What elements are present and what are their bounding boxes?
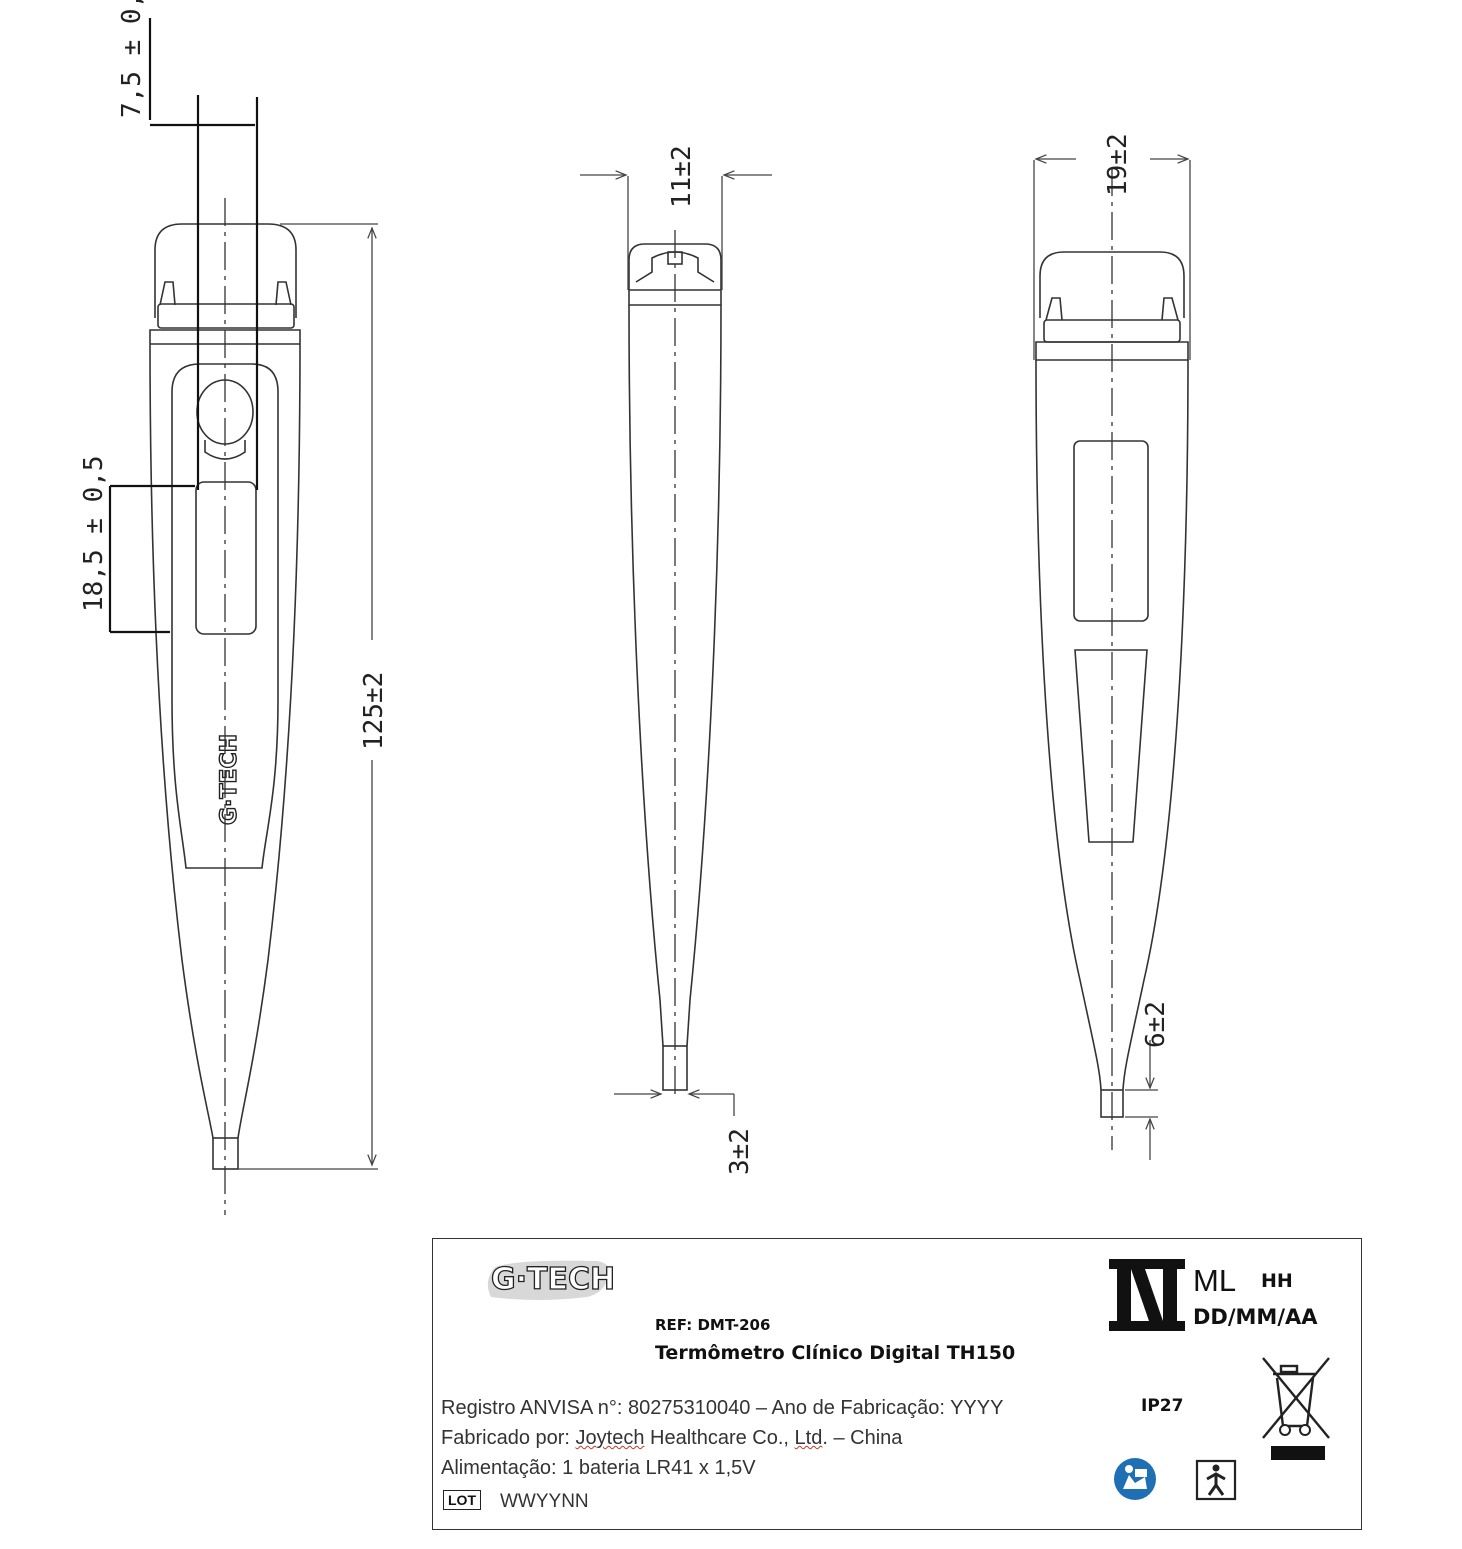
back-view [1035, 251, 1189, 1118]
front-panel [171, 363, 279, 869]
instructions-icon [1114, 1458, 1156, 1500]
manufacturer-name-a: Joytech [575, 1427, 645, 1449]
back-body [1035, 359, 1189, 1091]
front-display [195, 481, 257, 635]
front-logo: G·TECH [217, 734, 242, 825]
dim-total-length [238, 223, 378, 1170]
dim-tip-length [1125, 1040, 1158, 1160]
manufacturer-icon [1109, 1259, 1185, 1331]
dim-back-width [1033, 154, 1191, 360]
manufacturer-name-b: Healthcare Co., [644, 1427, 795, 1449]
date-format: DD/MM/AA [1193, 1305, 1318, 1329]
lot-symbol: LOT [443, 1490, 481, 1510]
dim-tip-length-label: 6±2 [1141, 1001, 1171, 1048]
weee-bin-icon [1262, 1357, 1330, 1460]
front-view: G·TECH [149, 223, 301, 1170]
dim-back-width-label: 19±2 [1103, 133, 1133, 196]
gtech-logo: G·TECH [487, 1260, 616, 1300]
product-name: Termômetro Clínico Digital TH150 [655, 1342, 1016, 1364]
manufacturer-prefix: Fabricado por: [441, 1427, 576, 1449]
product-label: G·TECH REF: DMT-206 Termômetro Clínico D… [432, 1238, 1362, 1530]
manufacturer-code: ML [1193, 1263, 1237, 1298]
manufacturer-name-c: Ltd [794, 1427, 823, 1449]
back-cap [1039, 251, 1185, 318]
back-window [1073, 440, 1149, 622]
dim-side-thickness [580, 170, 772, 290]
side-body [628, 304, 722, 1047]
technical-drawing: G·TECH 7,5 ± 0,5 18,5 ± 0,5 125±2 [79, 0, 1191, 1215]
dim-total-length-label: 125±2 [359, 672, 389, 750]
power-line: Alimentação: 1 bateria LR41 x 1,5V [441, 1457, 756, 1479]
dim-tip-thickness-label: 3±2 [725, 1128, 755, 1175]
lot-code: WWYYNN [500, 1491, 589, 1512]
front-body [149, 329, 301, 1139]
dim-display-height-label: 18,5 ± 0,5 [79, 455, 109, 612]
manufacturer-line: Fabricado por: Joytech Healthcare Co., L… [441, 1427, 902, 1450]
ip-rating: IP27 [1141, 1396, 1184, 1416]
dim-tip-thickness [614, 1089, 735, 1116]
registration-line: Registro ANVISA n°: 80275310040 – Ano de… [441, 1397, 1004, 1419]
dim-display-height [108, 484, 195, 634]
manufacturer-suffix: . – China [822, 1427, 903, 1449]
ref-number: REF: DMT-206 [655, 1316, 771, 1334]
dim-button-width [148, 18, 259, 490]
dim-button-width-label: 7,5 ± 0,5 [117, 0, 147, 118]
type-bf-icon [1195, 1459, 1237, 1501]
svg-text:G·TECH: G·TECH [491, 1262, 615, 1297]
dim-side-thickness-label: 11±2 [667, 145, 697, 208]
hour-code: HH [1261, 1270, 1293, 1292]
